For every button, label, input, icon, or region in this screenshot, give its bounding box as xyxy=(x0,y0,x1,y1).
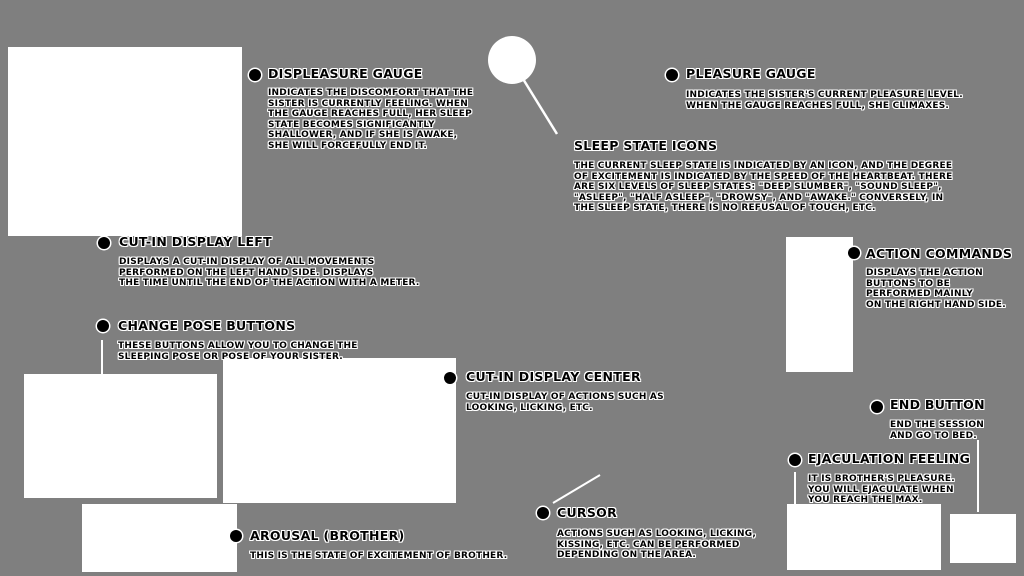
cut-in-center-panel xyxy=(223,358,456,503)
change-pose-title: Change Pose Buttons xyxy=(118,318,296,333)
action-commands-panel[interactable] xyxy=(786,237,853,372)
arousal-brother-desc: This is the state of excitement of broth… xyxy=(250,551,508,561)
end-button-title: End Button xyxy=(890,397,985,412)
displeasure-gauge-desc: Indicates the discomfort that the sister… xyxy=(268,88,474,151)
cursor-title: Cursor xyxy=(557,505,618,520)
cursor-desc: Actions such as looking, licking, kissin… xyxy=(557,529,756,560)
displeasure-gauge-bullet xyxy=(249,69,261,81)
sleep-state-icon xyxy=(488,36,536,84)
ejaculation-feeling-panel xyxy=(787,504,941,570)
arousal-brother-panel xyxy=(82,504,237,572)
end-button-bullet xyxy=(871,401,883,413)
cut-in-left-title: Cut-in display left xyxy=(119,234,272,249)
cursor-connector-line xyxy=(552,474,601,504)
sleep-state-icons-title: Sleep State Icons xyxy=(574,138,718,153)
action-commands-title: Action Commands xyxy=(866,246,1013,261)
displeasure-gauge-panel xyxy=(8,47,242,236)
action-commands-desc: Displays the action buttons to be perfor… xyxy=(866,268,1006,310)
ejaculation-feeling-desc: It is brother's pleasure. You will ejacu… xyxy=(808,474,955,505)
ejaculation-feeling-title: Ejaculation Feeling xyxy=(808,451,971,466)
sleep-icon-connector-line xyxy=(518,73,559,135)
cut-in-center-title: Cut-in display center xyxy=(466,369,641,384)
pleasure-gauge-title: Pleasure Gauge xyxy=(686,66,816,81)
cut-in-center-bullet xyxy=(444,372,456,384)
pleasure-gauge-desc: Indicates the sister's current pleasure … xyxy=(686,90,963,111)
ejaculation-feeling-bullet xyxy=(789,454,801,466)
cut-in-center-desc: Cut-in display of actions such as lookin… xyxy=(466,392,664,413)
end-button-desc: End the session and go to bed. xyxy=(890,420,984,441)
change-pose-bullet xyxy=(97,320,109,332)
pleasure-gauge-bullet xyxy=(666,69,678,81)
end-button-panel[interactable] xyxy=(950,514,1016,563)
arousal-brother-title: Arousal (Brother) xyxy=(250,528,405,543)
cursor-bullet xyxy=(537,507,549,519)
displeasure-gauge-title: Displeasure Gauge xyxy=(268,66,423,81)
action-commands-bullet xyxy=(848,247,860,259)
change-pose-panel[interactable] xyxy=(24,374,217,498)
sleep-state-icons-desc: The current sleep state is indicated by … xyxy=(574,161,953,213)
change-pose-desc: These buttons allow you to change the sl… xyxy=(118,341,358,362)
cut-in-left-bullet xyxy=(98,237,110,249)
arousal-brother-bullet xyxy=(230,530,242,542)
cut-in-left-desc: Displays a cut-in display of all movemen… xyxy=(119,257,420,288)
